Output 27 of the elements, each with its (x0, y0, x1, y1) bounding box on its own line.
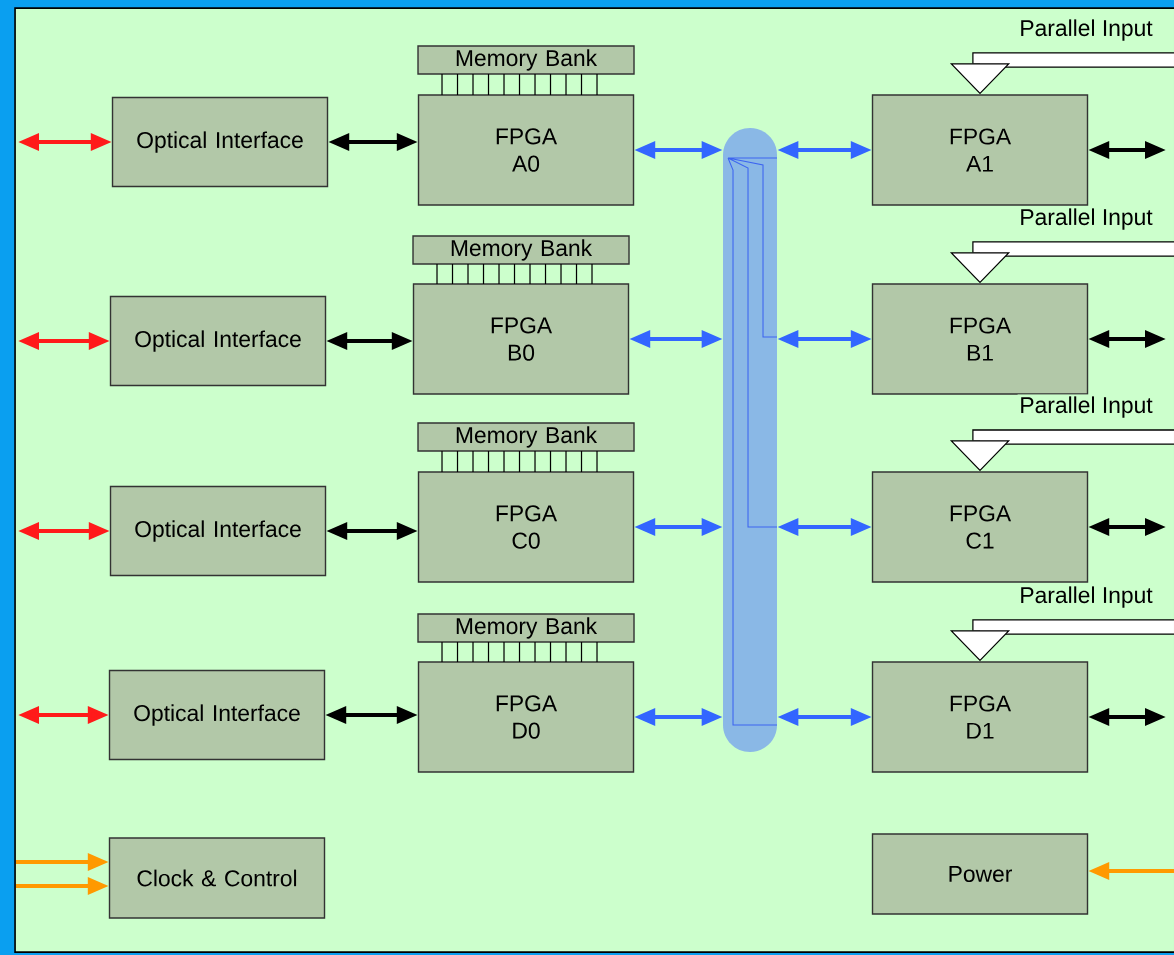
interface-box: Optical Interface (108, 669, 326, 761)
fpga-box: FPGA C1 (871, 471, 1089, 583)
interface-box: Optical Interface (111, 96, 329, 188)
memory-bank-box: Memory Bank (412, 235, 630, 265)
fpga-box: FPGA C0 (417, 471, 635, 583)
control-box: Clock & Control (108, 837, 326, 919)
pin-lines (436, 263, 593, 285)
power-box: Power (871, 833, 1089, 915)
pin-lines (441, 450, 598, 473)
fpga-box: FPGA B1 (871, 283, 1089, 395)
fpga-box: FPGA A0 (417, 94, 635, 206)
fpga-box: FPGA D1 (871, 661, 1089, 773)
edge-label: Parallel Input (1017, 206, 1155, 232)
fpga-box: FPGA A1 (871, 94, 1089, 206)
edge-label: Parallel Input (1017, 584, 1155, 610)
memory-bank-box: Memory Bank (417, 45, 635, 75)
pin-lines (441, 73, 598, 96)
edge-label: Parallel Input (1017, 394, 1155, 420)
edge-label: Parallel Input (1017, 17, 1155, 43)
interface-box: Optical Interface (109, 485, 327, 577)
memory-bank-box: Memory Bank (417, 422, 635, 452)
memory-bank-box: Memory Bank (417, 613, 635, 643)
bus-bar (723, 128, 777, 752)
pin-lines (441, 641, 598, 663)
interface-box: Optical Interface (109, 295, 327, 387)
fpga-box: FPGA B0 (412, 283, 630, 395)
fpga-box: FPGA D0 (417, 661, 635, 773)
